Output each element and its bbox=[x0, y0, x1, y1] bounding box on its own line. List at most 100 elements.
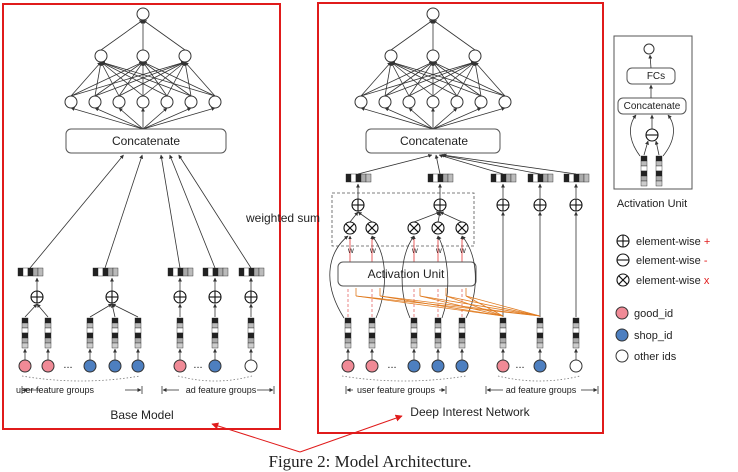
vector-cell bbox=[437, 173, 444, 183]
ellipsis-text: ... bbox=[515, 359, 524, 371]
activation-unit-panel bbox=[613, 35, 693, 190]
vector-cell bbox=[107, 267, 114, 277]
caption-arrow-to-base bbox=[211, 422, 301, 453]
vector-cell bbox=[211, 327, 219, 334]
vector-cell bbox=[458, 342, 466, 349]
legend-other-ids-text: other ids bbox=[634, 351, 677, 363]
weight-multiply-operator bbox=[431, 221, 445, 235]
vector-cell bbox=[177, 267, 184, 277]
vector-cell bbox=[655, 170, 663, 177]
vector-cell bbox=[442, 173, 449, 183]
concat-input-vector bbox=[563, 173, 590, 183]
id-embedding-vector bbox=[536, 317, 544, 349]
din-concatenate-label: Concatenate bbox=[400, 134, 468, 148]
hidden-node bbox=[178, 49, 192, 63]
base-model-panel: ...... bbox=[17, 7, 275, 394]
hidden-node bbox=[136, 49, 150, 63]
input-id-node bbox=[18, 359, 32, 373]
vector-cell bbox=[505, 173, 512, 183]
ad-sum-pooling-operator bbox=[533, 198, 547, 212]
vector-cell bbox=[410, 337, 418, 344]
connector-line bbox=[169, 154, 216, 269]
vector-cell bbox=[243, 267, 250, 277]
vector-cell bbox=[368, 337, 376, 344]
connector-line bbox=[432, 61, 458, 97]
ad-sum-pooling-operator bbox=[569, 198, 583, 212]
vector-cell bbox=[640, 165, 648, 172]
dotted-group-arc bbox=[497, 375, 581, 382]
vector-cell bbox=[640, 155, 648, 162]
vector-cell bbox=[458, 327, 466, 334]
hidden-node bbox=[184, 95, 198, 109]
act-concatenate-label: Concatenate bbox=[624, 101, 681, 112]
vector-cell bbox=[86, 332, 94, 339]
activation-output-node bbox=[643, 43, 655, 55]
vector-cell bbox=[536, 332, 544, 339]
connector-line bbox=[390, 61, 482, 97]
legend-good-id-text: good_id bbox=[634, 308, 673, 320]
connector-line bbox=[94, 61, 103, 97]
vector-cell bbox=[247, 322, 255, 329]
connector-line bbox=[142, 107, 216, 130]
vector-cell bbox=[134, 342, 142, 349]
operator-x-bar bbox=[618, 275, 628, 285]
hidden-node bbox=[94, 49, 108, 63]
din-title: Deep Interest Network bbox=[410, 405, 530, 419]
din-concatenate-box bbox=[365, 128, 501, 154]
hidden-node bbox=[378, 95, 392, 109]
vector-cell bbox=[458, 332, 466, 339]
figure-caption: Figure 2: Model Architecture. bbox=[268, 452, 471, 471]
input-id-node bbox=[173, 359, 187, 373]
pooled-vector bbox=[202, 267, 229, 277]
sum-pooling-operator bbox=[105, 290, 119, 304]
connector-line bbox=[390, 61, 410, 97]
ellipsis-text: ... bbox=[387, 359, 396, 371]
vector-cell bbox=[44, 322, 52, 329]
connector-line bbox=[118, 61, 144, 97]
base-concatenate-box bbox=[65, 128, 227, 154]
vector-cell bbox=[368, 332, 376, 339]
input-id-node bbox=[41, 359, 55, 373]
vector-cell bbox=[44, 342, 52, 349]
vector-cell bbox=[536, 317, 544, 324]
vector-cell bbox=[572, 332, 580, 339]
vector-cell bbox=[499, 342, 507, 349]
vector-cell bbox=[247, 327, 255, 334]
connector-line bbox=[89, 303, 113, 318]
ad-sum-pooling-operator bbox=[496, 198, 510, 212]
vector-cell bbox=[217, 267, 224, 277]
id-embedding-vector bbox=[247, 317, 255, 349]
connector-line bbox=[118, 61, 186, 97]
weight-label: w bbox=[435, 246, 442, 255]
legend-minus-text: element-wise - bbox=[636, 255, 708, 267]
weight-label: w bbox=[411, 246, 418, 255]
ad-to-activation-line bbox=[465, 295, 504, 317]
connector-line bbox=[643, 140, 649, 156]
input-id-node bbox=[108, 359, 122, 373]
vector-cell bbox=[536, 337, 544, 344]
connector-line bbox=[29, 154, 124, 269]
id-embedding-vector bbox=[458, 317, 466, 349]
connector-line bbox=[100, 61, 144, 97]
vector-cell bbox=[368, 322, 376, 329]
vector-cell bbox=[44, 327, 52, 334]
vector-cell bbox=[27, 267, 34, 277]
vector-cell bbox=[572, 342, 580, 349]
connector-line bbox=[111, 303, 139, 318]
vector-cell bbox=[655, 155, 663, 162]
act-minus-operator bbox=[645, 128, 659, 142]
vector-cell bbox=[211, 342, 219, 349]
vector-cell bbox=[542, 173, 549, 183]
hidden-node bbox=[498, 95, 512, 109]
vector-cell bbox=[211, 332, 219, 339]
id-embedding-vector bbox=[86, 317, 94, 349]
vector-cell bbox=[86, 342, 94, 349]
connector-line bbox=[474, 61, 506, 97]
weighted-sum-operator bbox=[433, 198, 447, 212]
output-node bbox=[426, 7, 440, 21]
connector-line bbox=[390, 19, 434, 51]
id-embedding-vector bbox=[368, 317, 376, 349]
sum-pooling-operator bbox=[173, 290, 187, 304]
vector-cell bbox=[655, 160, 663, 167]
vector-cell bbox=[134, 332, 142, 339]
